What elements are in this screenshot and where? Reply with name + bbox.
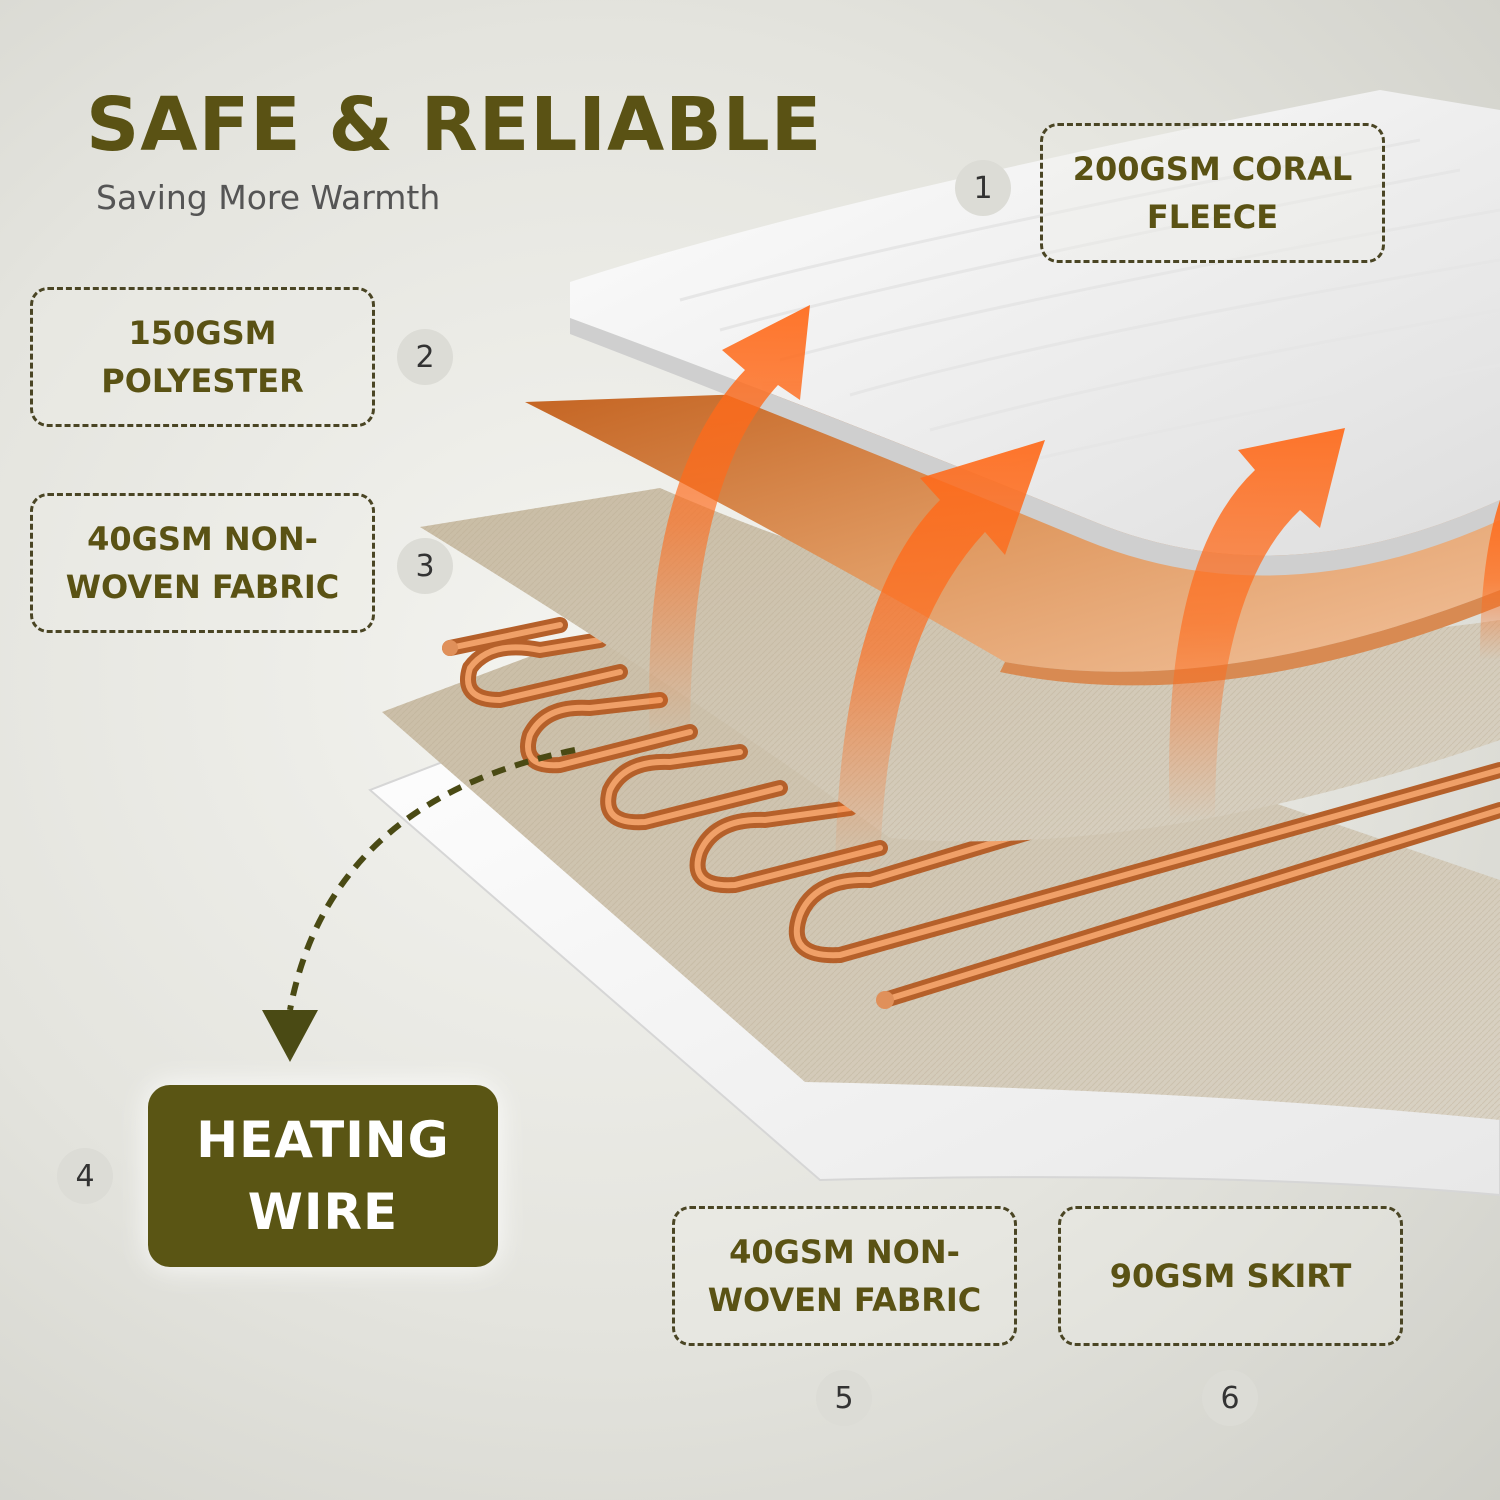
layer-label-2-line-2: POLYESTER xyxy=(101,362,304,400)
heating-wire-label-line-2: WIRE xyxy=(247,1183,399,1241)
layer-label-1-line-1: 200GSM CORAL xyxy=(1072,150,1353,188)
layer-number-4: 4 xyxy=(57,1148,113,1204)
heat-arrows xyxy=(649,305,1500,870)
layer-label-5-line-2: WOVEN FABRIC xyxy=(707,1281,982,1319)
layer-label-6: 90GSM SKIRT xyxy=(1058,1206,1403,1346)
layer-number-3: 3 xyxy=(397,538,453,594)
layer-number-2: 2 xyxy=(397,329,453,385)
layer-label-1: 200GSM CORAL FLEECE xyxy=(1040,123,1385,263)
heating-wire xyxy=(442,617,1500,1009)
layer-label-1-line-2: FLEECE xyxy=(1146,198,1279,236)
layer-label-3-line-1: 40GSM NON- xyxy=(87,520,318,558)
pointer-arrowhead xyxy=(262,1010,318,1062)
heating-wire-label-line-1: HEATING xyxy=(196,1111,450,1169)
layer-number-6: 6 xyxy=(1202,1370,1258,1426)
pointer-dashed-line xyxy=(287,747,576,1011)
heat-arrow-2 xyxy=(835,440,1045,870)
layer-number-5: 5 xyxy=(816,1370,872,1426)
page-subtitle: Saving More Warmth xyxy=(96,178,441,217)
layer-label-2: 150GSM POLYESTER xyxy=(30,287,375,427)
layer-label-3: 40GSM NON- WOVEN FABRIC xyxy=(30,493,375,633)
heating-wire-label: HEATING WIRE xyxy=(148,1085,498,1267)
layer-label-5-line-1: 40GSM NON- xyxy=(729,1233,960,1271)
page-title: SAFE & RELIABLE xyxy=(86,82,823,168)
heat-arrow-3 xyxy=(1169,428,1345,820)
heat-arrow-4 xyxy=(1480,500,1500,660)
heat-arrow-1 xyxy=(649,305,810,740)
layer-label-3-line-2: WOVEN FABRIC xyxy=(65,568,340,606)
layer-label-5: 40GSM NON- WOVEN FABRIC xyxy=(672,1206,1017,1346)
layer-label-2-line-1: 150GSM xyxy=(128,314,277,352)
layer-label-6-line-1: 90GSM SKIRT xyxy=(1109,1257,1352,1295)
layer-number-1: 1 xyxy=(955,160,1011,216)
